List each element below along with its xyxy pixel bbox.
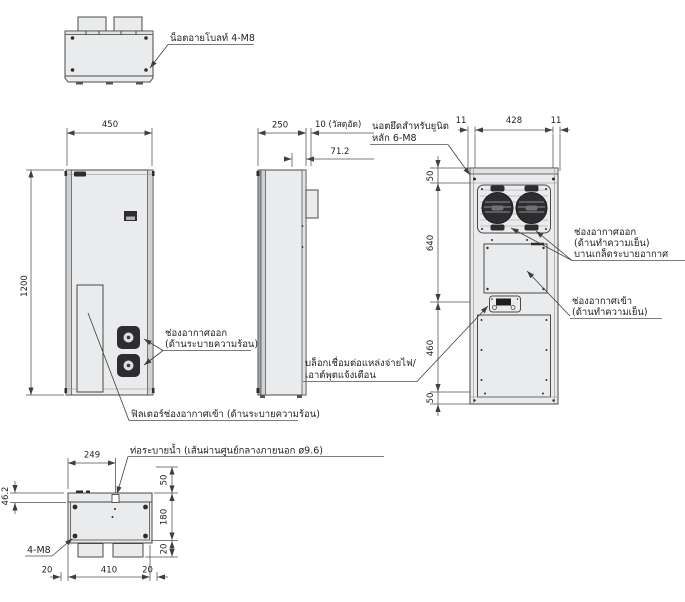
bottom-duct-left	[77, 543, 104, 558]
eye-bolt-hole	[70, 36, 75, 40]
rear-top-cap	[469, 167, 559, 175]
rear-inlet-panel	[477, 314, 551, 398]
front-air-out-label-2: (ด้านระบายความร้อน)	[165, 339, 258, 350]
drain-pipe	[111, 494, 120, 503]
side-offset-dim: 71.2	[331, 147, 350, 157]
hinge	[64, 388, 67, 393]
top-base	[64, 75, 154, 83]
mount-nut	[552, 177, 555, 181]
rear-air-in-label-2: (ด้านทำความเย็น)	[572, 305, 648, 318]
eye-bolt-hole	[70, 68, 75, 72]
rear-fan-right	[515, 185, 548, 231]
display-unit	[124, 211, 137, 221]
eye-bolt-label: น็อตอายโบลท์ 4-M8	[170, 31, 255, 44]
drain-label: ท่อระบายน้ำ (เส้นผ่านศูนย์กลางภายนอก ø9.…	[130, 444, 323, 457]
rear-air-out-label-2: (ด้านทำความเย็น)	[574, 236, 650, 249]
hinge	[64, 171, 67, 176]
mount-nut	[473, 177, 476, 181]
hinge	[152, 171, 155, 176]
inlet-filter	[76, 284, 104, 393]
side-packing-dim: 10 (วัสดุอัด)	[315, 120, 361, 130]
hinge	[256, 171, 260, 176]
top-body-edge	[64, 30, 154, 35]
foot	[260, 395, 265, 398]
side-body	[257, 169, 307, 396]
rear-upper-dim: 640	[426, 235, 436, 251]
foot	[76, 82, 83, 85]
bolt-label: 4-M8	[27, 545, 51, 556]
rear-bottom-dim: 50	[426, 393, 436, 404]
rear-width-dim: 428	[506, 116, 522, 126]
eye-bolt-hole	[144, 68, 148, 72]
foot	[136, 82, 143, 85]
front-air-out-label-1: ช่องอากาศออก	[165, 328, 227, 339]
power-block-label-1: บล็อกเชื่อมต่อแหล่งจ่ายไฟ/	[305, 356, 417, 369]
bottom-right-dim-2: 180	[160, 509, 170, 525]
rear-air-out-label-1: ช่องอากาศออก	[574, 227, 636, 238]
top-body	[64, 30, 154, 77]
rear-flange-left-dim: 11	[456, 116, 467, 126]
mount-bolt-hole	[72, 533, 78, 539]
rear-flange-right-dim: 11	[551, 116, 562, 126]
bottom-top-dim: 249	[84, 451, 100, 461]
rear-view: นอตยึดสำหรับยูนิต หลัก 6-M8 11 428 11 50…	[303, 116, 685, 416]
front-right-rail	[147, 169, 154, 396]
front-height-dim: 1200	[20, 275, 30, 297]
bottom-body	[67, 492, 153, 544]
rear-mount-label-1: นอตยึดสำหรับยูนิต	[372, 121, 449, 132]
bottom-b-center-dim: 410	[101, 566, 117, 576]
front-width-dim: 450	[102, 120, 118, 130]
rear-mount-label-2: หลัก 6-M8	[372, 133, 417, 144]
rear-air-out-label-3: บานเกล็ดระบายอากาศ	[574, 247, 668, 260]
bottom-duct-right	[112, 543, 144, 558]
hinge	[152, 388, 155, 393]
front-left-rail	[65, 169, 72, 396]
bottom-view: 249 ท่อระบายน้ำ (เส้นผ่านศูนย์กลางภายนอก…	[1, 444, 384, 581]
foot	[297, 395, 302, 398]
rear-top-dim: 50	[426, 171, 436, 182]
side-front-edge	[257, 169, 262, 396]
power-block-label-2: เอาต์พุตแจ้งเตือน	[305, 369, 376, 381]
top-view: น็อตอายโบลท์ 4-M8	[64, 16, 255, 85]
front-filter-label: ฟิลเตอร์ช่องอากาศเข้า (ด้านระบายความร้อน…	[131, 408, 320, 420]
bottom-plate	[70, 501, 150, 541]
side-depth-dim: 250	[272, 121, 288, 131]
bottom-right-dim-3: 20	[160, 544, 170, 555]
hinge	[256, 388, 260, 393]
rear-air-in-label-1: ช่องอากาศเข้า	[572, 296, 632, 307]
terminal-block	[489, 295, 521, 313]
front-fan-bottom	[117, 354, 140, 377]
side-packing-panel	[301, 169, 307, 396]
side-view: 250 10 (วัสดุอัด) 71.2	[256, 120, 374, 398]
side-mount-bracket	[305, 189, 319, 219]
top-duct-left	[77, 16, 107, 32]
mount-bolt-hole	[143, 504, 148, 510]
foot	[106, 82, 113, 85]
brand-logo	[74, 171, 86, 177]
rear-fan-left	[481, 185, 514, 231]
display-screen	[126, 216, 135, 220]
front-fan-top	[117, 326, 140, 349]
bottom-right-dim-1: 50	[160, 475, 170, 486]
top-duct-right	[113, 16, 143, 32]
side-front-rail	[260, 169, 266, 396]
front-view: 450 1200 ช่องอากาศออก (ด้า	[20, 120, 320, 421]
rear-lower-dim: 460	[426, 340, 436, 356]
eye-bolt-hole	[144, 36, 148, 40]
rear-vent-panel	[483, 243, 548, 294]
bottom-b-right-dim: 20	[142, 566, 153, 576]
bottom-b-left-dim: 20	[42, 566, 53, 576]
mount-bolt-hole	[143, 533, 148, 539]
bottom-left-dim: 46.2	[1, 487, 11, 506]
mount-bolt-hole	[72, 504, 78, 510]
